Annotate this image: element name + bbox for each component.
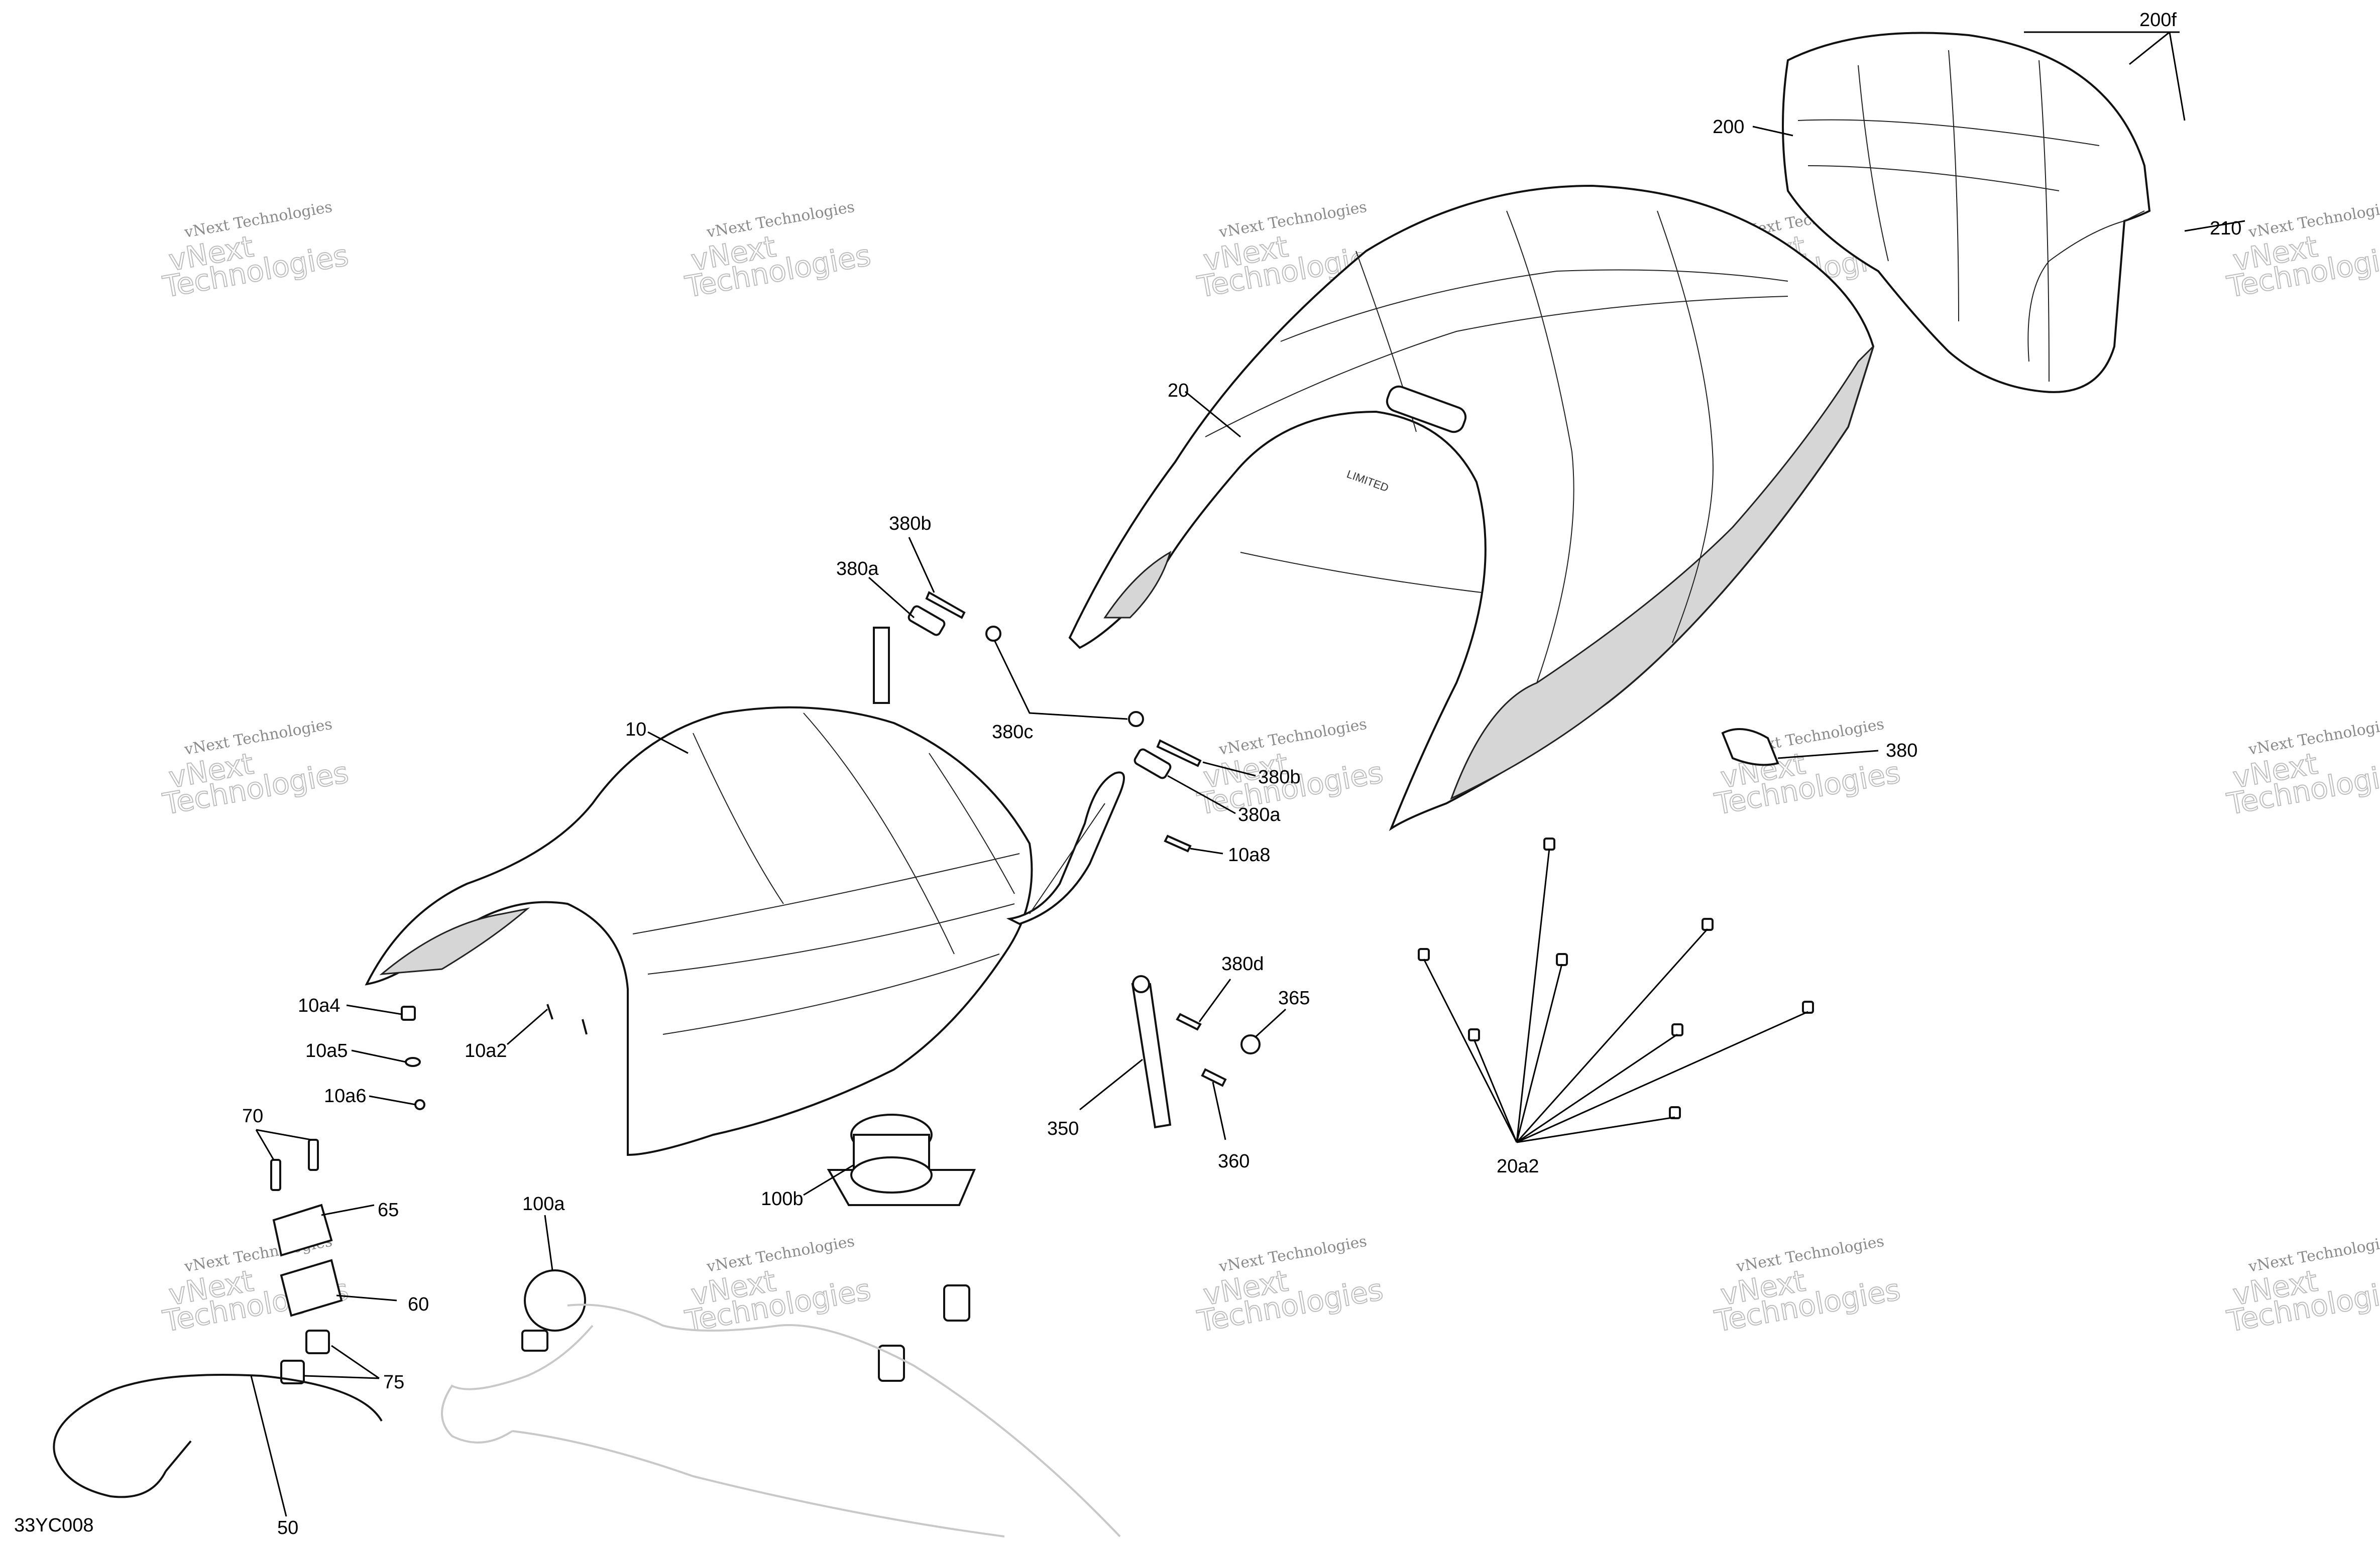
svg-text:vNext Technologies: vNext Technologies: [705, 1233, 856, 1276]
callout-20a2: 20a2: [1497, 1156, 1539, 1177]
backrest-part: [1782, 32, 2151, 393]
svg-text:vNext Technologies: vNext Technologies: [1217, 1233, 1369, 1276]
wiring-harness: [441, 1303, 1121, 1537]
callout-380d: 380d: [1221, 954, 1264, 975]
callout-200f: 200f: [2139, 10, 2177, 31]
callout-380b-mid: 380b: [1258, 767, 1301, 788]
front-seat-part: [365, 706, 1033, 1156]
callout-70: 70: [242, 1106, 263, 1127]
svg-text:vNext Technologies: vNext Technologies: [1217, 198, 1369, 242]
callout-10a8: 10a8: [1228, 845, 1271, 866]
callout-380: 380: [1886, 740, 1917, 761]
callout-60: 60: [408, 1294, 429, 1315]
callout-360: 360: [1218, 1151, 1250, 1172]
callout-10: 10: [625, 719, 646, 740]
callout-200: 200: [1713, 116, 1744, 138]
bumper-parts: [1418, 838, 1814, 1119]
svg-text:vNext Technologies: vNext Technologies: [1735, 1233, 1886, 1276]
seat-bracket-part: [873, 627, 1125, 925]
rear-seat-part: LIMITED: [1068, 184, 1875, 832]
leader-lines: [250, 31, 2245, 1517]
callout-labels: 200f 200 210 20 380b 380a 380c 380b 380a…: [14, 10, 2241, 1538]
callout-10a2: 10a2: [465, 1040, 507, 1061]
callout-100b: 100b: [761, 1189, 804, 1210]
svg-text:vNext Technologies: vNext Technologies: [1217, 716, 1369, 759]
callout-20: 20: [1168, 380, 1189, 401]
callout-380c: 380c: [992, 722, 1033, 743]
callout-50: 50: [277, 1517, 298, 1538]
callout-10a5: 10a5: [305, 1040, 348, 1061]
callout-65: 65: [378, 1200, 399, 1221]
callout-380a-top: 380a: [836, 558, 879, 579]
svg-text:vNext Technologies: vNext Technologies: [705, 198, 856, 242]
callout-365: 365: [1278, 988, 1310, 1009]
callout-210: 210: [2210, 218, 2241, 239]
svg-text:vNext Technologies: vNext Technologies: [183, 716, 334, 759]
callout-75: 75: [383, 1372, 404, 1393]
callout-350: 350: [1047, 1118, 1079, 1139]
callout-10a6: 10a6: [324, 1086, 367, 1107]
callout-380a-mid: 380a: [1238, 804, 1281, 825]
callout-380b-top: 380b: [889, 513, 932, 534]
callout-100a: 100a: [522, 1194, 565, 1215]
svg-text:vNext Technologies: vNext Technologies: [183, 198, 334, 242]
svg-text:LIMITED: LIMITED: [1345, 467, 1390, 494]
hardware-parts: [53, 591, 1779, 1498]
callout-10a4: 10a4: [298, 995, 341, 1016]
diagram-code: 33YC008: [14, 1515, 93, 1536]
